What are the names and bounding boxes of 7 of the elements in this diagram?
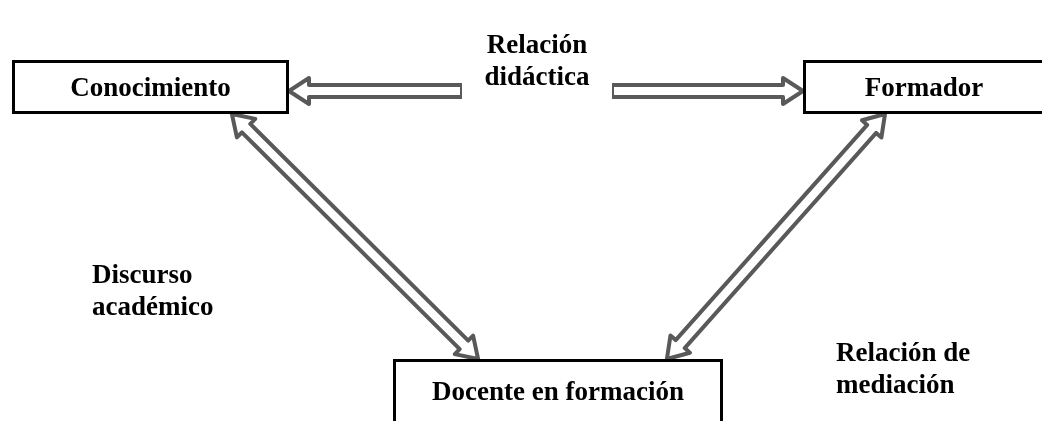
hollow-arrow [610,76,805,106]
concept-box: Formador [803,60,1042,114]
concept-box: Docente en formación [393,359,723,421]
hollow-arrow [664,112,887,361]
hollow-arrow [287,76,464,106]
concept-box: Conocimiento [12,60,289,114]
hollow-arrow [229,112,481,361]
